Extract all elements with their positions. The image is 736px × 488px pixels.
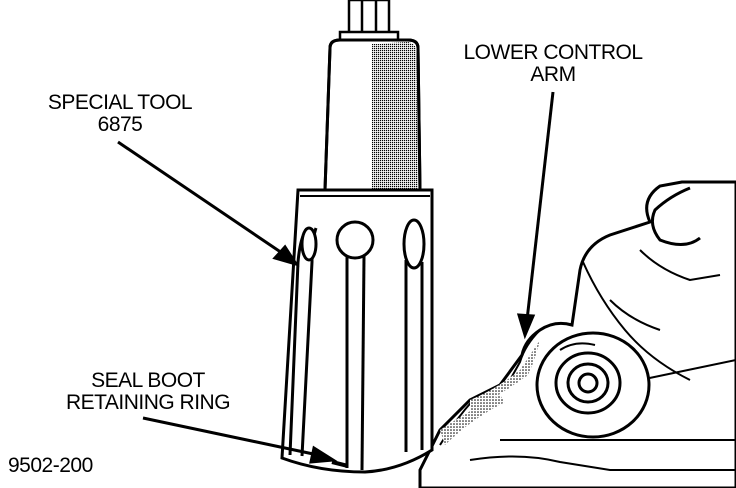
label-seal-boot-retaining-ring: SEAL BOOT RETAINING RING xyxy=(48,370,248,414)
leader-arrows xyxy=(117,91,555,464)
label-special-tool-line2: 6875 xyxy=(97,113,143,136)
ball-joint-bushing xyxy=(535,331,651,439)
label-seal-boot-line1: SEAL BOOT xyxy=(91,369,205,392)
label-special-tool-line1: SPECIAL TOOL xyxy=(47,91,193,114)
tool-receiver-cylinder xyxy=(280,188,434,474)
figure-id: 9502-200 xyxy=(8,454,93,477)
label-lower-control-arm: LOWER CONTROL ARM xyxy=(448,42,658,86)
tool-hex-drive xyxy=(338,0,400,44)
label-special-tool: SPECIAL TOOL 6875 xyxy=(30,92,210,136)
label-lower-control-arm-line2: ARM xyxy=(530,63,576,86)
tool-upper-body xyxy=(323,38,422,192)
label-lower-control-arm-line1: LOWER CONTROL xyxy=(463,41,643,64)
label-seal-boot-line2: RETAINING RING xyxy=(65,391,231,414)
